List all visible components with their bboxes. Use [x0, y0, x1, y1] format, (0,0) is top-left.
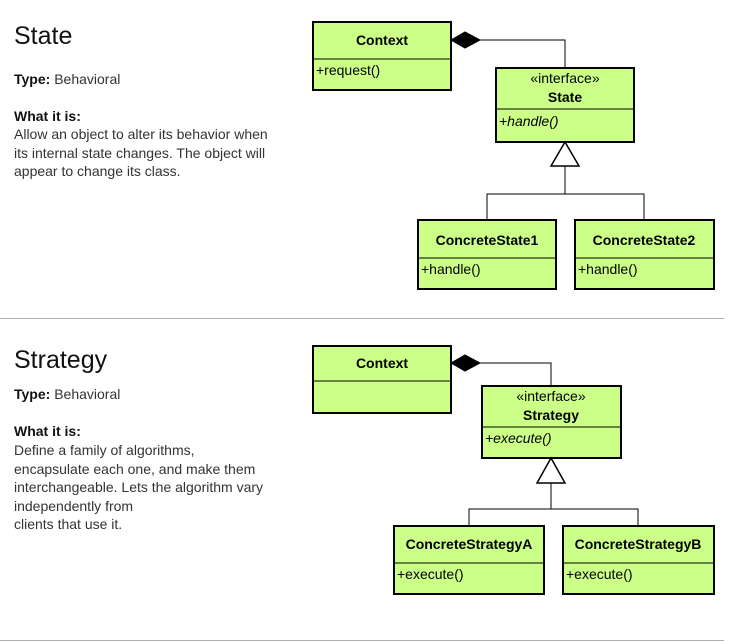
- class-name: State: [548, 89, 582, 105]
- concrete-strategy-b-class[interactable]: ConcreteStrategyB +execute(): [562, 525, 715, 595]
- context-class[interactable]: Context +request(): [312, 21, 452, 91]
- state-section: State Type: Behavioral What it is: Allow…: [0, 0, 737, 318]
- description-line: encapsulate each one, and make them: [14, 460, 256, 477]
- class-operation: +execute(): [485, 430, 552, 446]
- class-name: Strategy: [523, 407, 579, 423]
- strategy-interface-class[interactable]: «interface» Strategy +execute(): [481, 385, 622, 459]
- class-name: ConcreteState1: [436, 232, 539, 248]
- pattern-type: Type: Behavioral: [14, 71, 120, 87]
- class-operation: +request(): [316, 62, 380, 78]
- concrete-state-1-class[interactable]: ConcreteState1 +handle(): [417, 219, 557, 290]
- section-divider: [0, 318, 724, 319]
- generalization-triangle: [535, 456, 567, 484]
- aggregation-diamond: [449, 354, 482, 372]
- type-value: Behavioral: [50, 71, 121, 87]
- strategy-uml-diagram: Context «interface» Strategy +execute() …: [312, 345, 715, 595]
- context-class[interactable]: Context: [312, 345, 452, 414]
- inheritance-line: [468, 508, 639, 526]
- state-uml-diagram: Context +request() «interface» State +ha…: [312, 21, 715, 290]
- concrete-state-2-class[interactable]: ConcreteState2 +handle(): [574, 219, 715, 290]
- section-title: Strategy: [14, 346, 108, 374]
- description-line: appear to change its class.: [14, 163, 181, 179]
- concrete-strategy-a-class[interactable]: ConcreteStrategyA +execute(): [393, 525, 545, 595]
- type-label: Type:: [14, 386, 51, 402]
- class-operation: +handle(): [578, 261, 638, 277]
- description-line: independently from: [14, 497, 134, 514]
- class-operation: +handle(): [499, 113, 559, 129]
- aggregation-line: [480, 39, 566, 68]
- type-label: Type:: [14, 71, 51, 87]
- class-name: Context: [356, 355, 408, 371]
- class-name: Context: [356, 32, 408, 48]
- interface-stereotype: «interface»: [530, 70, 599, 86]
- class-name: ConcreteStrategyB: [575, 536, 702, 552]
- class-name: ConcreteStrategyA: [406, 536, 533, 552]
- class-operation: +handle(): [421, 261, 481, 277]
- description-line: Define a family of algorithms,: [14, 442, 195, 458]
- aggregation-line: [480, 362, 552, 386]
- section-divider: [0, 640, 724, 641]
- what-it-is-label: What it is:: [14, 423, 81, 439]
- interface-stereotype: «interface»: [516, 388, 585, 404]
- generalization-triangle: [549, 140, 581, 167]
- pattern-description: Allow an object to alter its behavior wh…: [14, 125, 268, 181]
- strategy-section: Strategy Type: Behavioral What it is: De…: [0, 319, 737, 641]
- description-line: its internal state changes. The object w…: [14, 144, 266, 161]
- aggregation-diamond: [449, 31, 482, 49]
- type-value: Behavioral: [50, 386, 121, 402]
- description-line: clients that use it.: [14, 516, 123, 532]
- pattern-description: Define a family of algorithms, encapsula…: [14, 441, 263, 534]
- pattern-type: Type: Behavioral: [14, 386, 120, 402]
- class-operation: +execute(): [397, 566, 464, 582]
- what-it-is-label: What it is:: [14, 108, 81, 124]
- inheritance-line: [486, 193, 645, 220]
- section-title: State: [14, 22, 73, 50]
- state-interface-class[interactable]: «interface» State +handle(): [495, 67, 635, 143]
- description-line: Allow an object to alter its behavior wh…: [14, 126, 268, 142]
- description-line: interchangeable. Lets the algorithm vary: [14, 479, 264, 495]
- class-name: ConcreteState2: [593, 232, 696, 248]
- class-operation: +execute(): [566, 566, 633, 582]
